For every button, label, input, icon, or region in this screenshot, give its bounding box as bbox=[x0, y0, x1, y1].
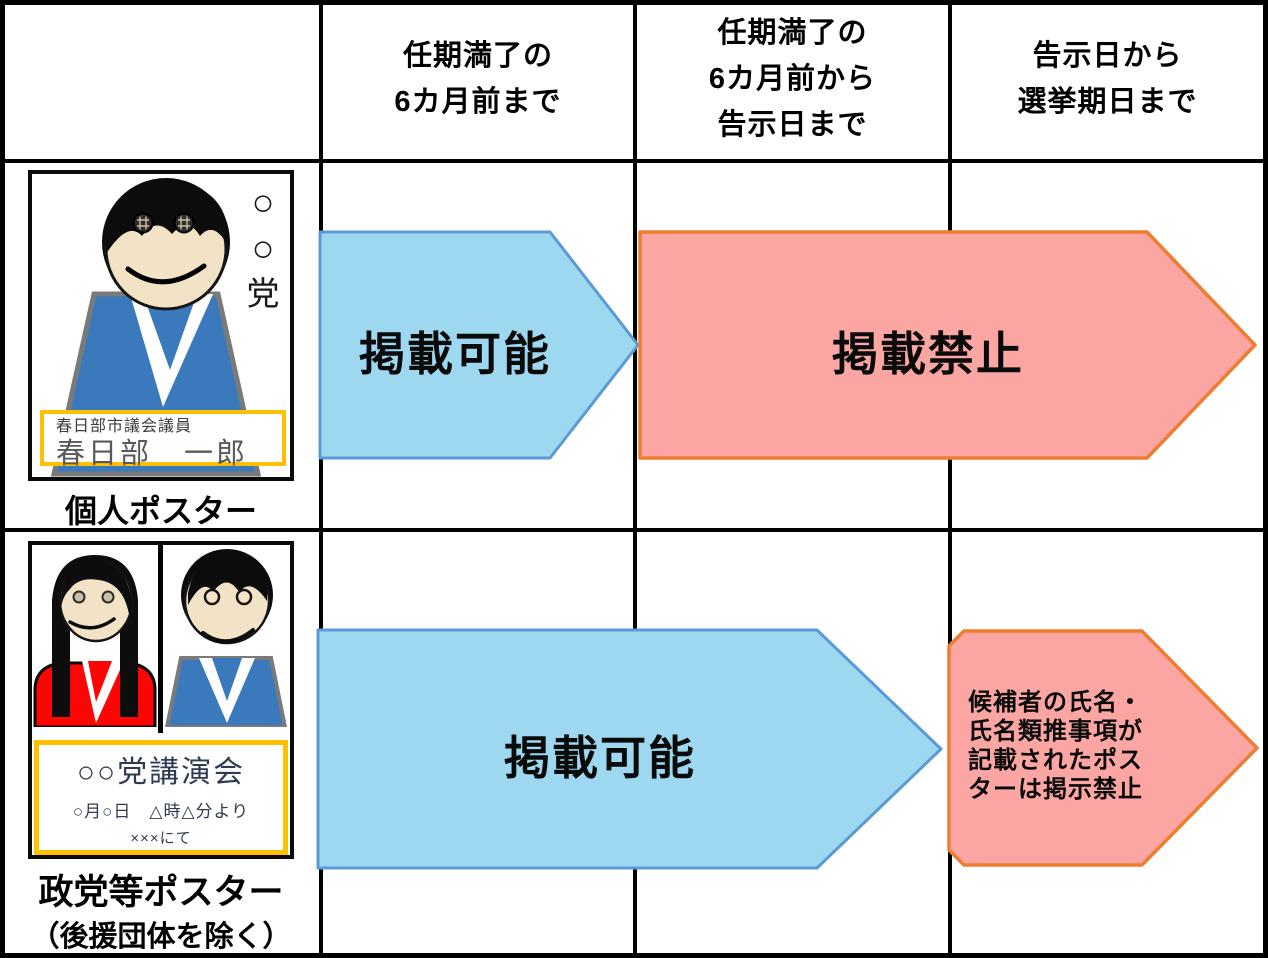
prohibited-note-line: 候補者の氏名・ bbox=[968, 689, 1143, 716]
eye-icon bbox=[235, 588, 253, 606]
man-figure-small-icon bbox=[164, 549, 288, 727]
arrow-prohibited-party-note: 候補者の氏名・ 氏名類推事項が 記載されたポス ターは掲示禁止 bbox=[968, 688, 1172, 804]
man-figure-icon bbox=[50, 178, 262, 477]
eye-icon bbox=[173, 212, 195, 234]
header-line: 6カ月前から bbox=[708, 63, 877, 95]
arrow-allowed-individual-label: 掲載可能 bbox=[359, 328, 551, 380]
arrow-allowed-party bbox=[316, 628, 943, 870]
woman-figure-icon bbox=[33, 555, 157, 727]
eye-icon bbox=[132, 212, 154, 234]
photo-divider bbox=[158, 545, 163, 733]
arrow-allowed-individual bbox=[318, 230, 640, 460]
prohibited-note-line: ターは掲示禁止 bbox=[968, 776, 1143, 803]
header-line: 6カ月前まで bbox=[394, 86, 562, 118]
header-cell-period2: 任期満了の 6カ月前から 告示日まで bbox=[637, 0, 948, 158]
emblem-kanji: 党 bbox=[246, 275, 280, 312]
prohibited-note-line: 氏名類推事項が bbox=[968, 718, 1143, 745]
emblem-circle: ○ bbox=[251, 228, 275, 270]
arrow-prohibited-party bbox=[947, 629, 1259, 867]
emblem-circle: ○ bbox=[251, 182, 275, 224]
event-plate: ○○党講演会 ○月○日 △時△分より ×××にて bbox=[34, 740, 288, 855]
header-line: 任期満了の bbox=[717, 17, 868, 49]
arrow-prohibited-individual-label: 掲載禁止 bbox=[832, 328, 1024, 380]
grid-vline-3 bbox=[948, 0, 952, 958]
grid-hline-rows bbox=[0, 528, 1268, 532]
smile-icon bbox=[201, 628, 255, 644]
header-line: 選挙期日まで bbox=[1017, 86, 1198, 118]
header-line: 告示日から bbox=[1032, 40, 1183, 72]
grid-vline-2 bbox=[633, 0, 637, 958]
eye-icon bbox=[203, 588, 221, 606]
row-label-party: 政党等ポスター bbox=[38, 873, 284, 912]
header-cell-period1: 任期満了の 6カ月前まで bbox=[323, 0, 633, 158]
header-line: 告示日まで bbox=[717, 109, 868, 141]
event-date: ○月○日 △時△分より bbox=[72, 802, 250, 821]
row-label-party-note: （後援団体を除く） bbox=[30, 921, 292, 953]
plate-name: 春日部 一郎 bbox=[56, 438, 249, 470]
header-cell-period3: 告示日から 選挙期日まで bbox=[952, 0, 1263, 158]
arrow-allowed-party-label: 掲載可能 bbox=[504, 732, 696, 784]
grid-hline-header bbox=[0, 159, 1268, 163]
eye-icon bbox=[72, 590, 86, 604]
smile-icon bbox=[125, 263, 207, 285]
arrow-prohibited-individual bbox=[638, 230, 1257, 460]
plate-title: 春日部市議会議員 bbox=[56, 418, 193, 435]
event-venue: ×××にて bbox=[130, 830, 192, 847]
row-label-individual: 個人ポスター bbox=[64, 493, 257, 529]
grid-vline-1 bbox=[319, 0, 323, 958]
eye-icon bbox=[101, 590, 115, 604]
smile-icon bbox=[68, 617, 116, 630]
name-plate: 春日部市議会議員 春日部 一郎 bbox=[40, 410, 286, 470]
header-line: 任期満了の bbox=[402, 40, 553, 72]
event-title: ○○党講演会 bbox=[76, 756, 246, 789]
prohibited-note-line: 記載されたポス bbox=[968, 747, 1143, 774]
party-emblem: ○ ○ 党 bbox=[240, 180, 286, 316]
